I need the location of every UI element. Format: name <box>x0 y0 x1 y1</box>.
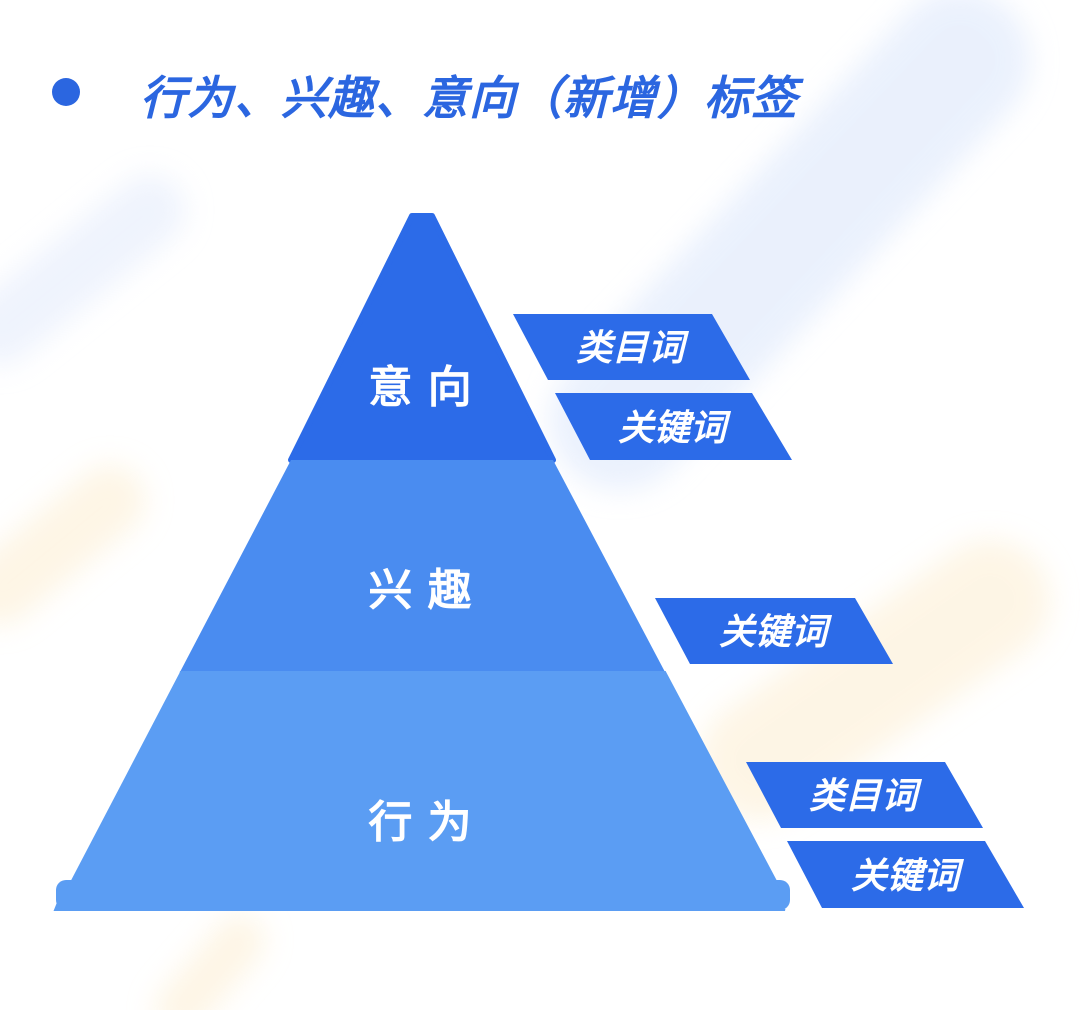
tag-behavior-keyword <box>787 841 1024 908</box>
pyramid-level-middle <box>180 460 665 672</box>
level-label-intent: 意 向 <box>368 362 471 413</box>
tag-label: 关键词 <box>851 856 965 897</box>
pyramid-bottom-fill <box>66 672 780 890</box>
tag-label: 关键词 <box>719 612 833 653</box>
tag-label: 类目词 <box>809 776 923 817</box>
page-title: 行为、兴趣、意向（新增）标签 <box>140 71 798 125</box>
tag-intent-category <box>513 314 750 380</box>
pyramid-level-top <box>288 213 556 463</box>
tag-label: 关键词 <box>618 408 732 449</box>
tag-label: 类目词 <box>576 328 690 369</box>
level-label-behavior: 行 为 <box>368 797 471 848</box>
tag-intent-keyword <box>555 393 792 460</box>
tag-interest-keyword <box>655 598 893 664</box>
level-label-interest: 兴 趣 <box>368 565 471 616</box>
bullet-icon <box>52 78 80 106</box>
tag-behavior-category <box>746 762 983 828</box>
